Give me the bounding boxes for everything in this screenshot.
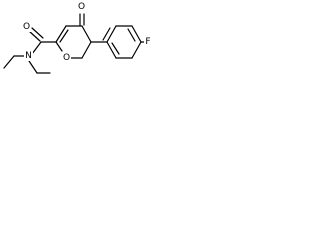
- bond-c5-c6-inner: [102, 27, 111, 41]
- bond-c4a-c8a: [81, 41, 92, 59]
- bond-c8a-c4a: [106, 41, 117, 59]
- bond-ethyl1-ch3: [3, 55, 15, 69]
- chemical-structure: N O O O F: [3, 2, 152, 74]
- bond-c4-c4a: [81, 25, 92, 43]
- bond-c2-c3: [55, 25, 67, 43]
- bond-c7-c8-inner: [127, 28, 136, 42]
- bond-amide-co-a: [28, 30, 41, 42]
- amide-nitrogen-label: N: [25, 51, 32, 61]
- fluorine-label: F: [145, 37, 150, 47]
- amide-oxygen-label: O: [23, 22, 30, 32]
- bond-c8a-c4a-inner: [111, 42, 120, 55]
- bond-n-carbonyl: [31, 41, 42, 55]
- bond-amide-co-b: [31, 27, 44, 39]
- bond-c8-c8b: [131, 41, 142, 59]
- bond-c2-o1: [55, 41, 63, 52]
- bond-lines: [3, 13, 147, 74]
- ketone-oxygen-label: O: [78, 2, 85, 12]
- bond-c2-c3-inner: [59, 29, 69, 43]
- atom-labels: N O O O F: [22, 2, 152, 63]
- ring-oxygen-label: O: [63, 53, 70, 63]
- bond-n-ethyl2: [28, 60, 38, 74]
- bond-c5-c6: [106, 25, 117, 43]
- bond-c7-c8: [131, 25, 142, 43]
